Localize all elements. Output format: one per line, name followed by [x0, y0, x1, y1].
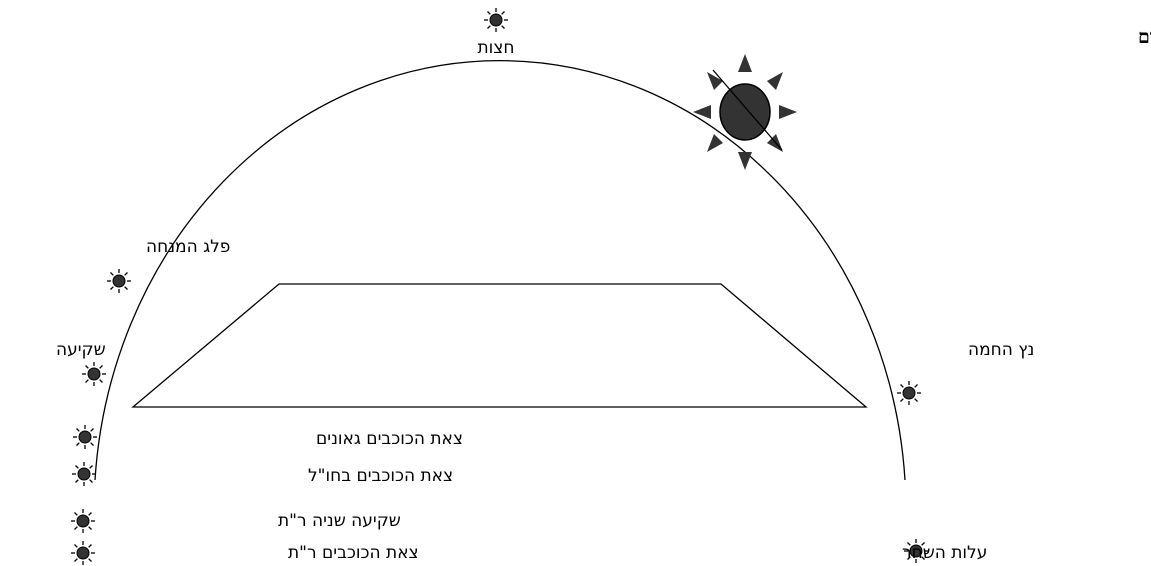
sun-icon-ray	[921, 542, 925, 546]
time-label: עלות השחר	[902, 543, 987, 563]
marker-tzeit-geonim: צאת הכוכבים גאונים	[73, 425, 463, 449]
marker-shkiah: שקיעה	[56, 340, 106, 386]
sun-icon-ray	[88, 544, 92, 548]
sun-icon-ray	[921, 556, 925, 560]
sun-icon-disc	[87, 367, 101, 381]
sun-icon-ray	[124, 286, 128, 290]
sun-icon-ray	[74, 558, 78, 562]
sun-icon-ray	[487, 11, 491, 15]
marker-netz-hachamah: נץ החמה	[897, 340, 1034, 405]
sun-icon	[82, 362, 106, 386]
sun-icon-ray	[914, 384, 918, 388]
sun-icon	[73, 425, 97, 449]
marker-alot-hashachar: עלות השחר	[902, 539, 987, 563]
sun-icon	[107, 269, 131, 293]
sun-icon-ray	[90, 442, 94, 446]
sun-icon-ray	[89, 479, 93, 483]
time-label: נץ החמה	[968, 340, 1034, 360]
big-sun-ray	[767, 72, 783, 90]
big-sun-ray	[707, 134, 723, 152]
sun-icon-disc	[909, 544, 923, 558]
sun-icon-ray	[88, 512, 92, 516]
time-label: שקיעה שניה ר"ת	[278, 511, 401, 531]
big-sun-disc	[719, 83, 771, 141]
big-sun-ray	[738, 152, 752, 170]
sun-icon-ray	[85, 365, 89, 369]
marker-tzeit-rt: צאת הכוכבים ר"ת	[71, 541, 419, 565]
marker-plag-haminchah: פלג המנחה	[107, 237, 230, 293]
sun-icon	[71, 509, 95, 533]
sun-icon-disc	[112, 274, 126, 288]
sun-icon	[904, 539, 928, 563]
sun-icon-ray	[487, 25, 491, 29]
sun-icon-ray	[914, 398, 918, 402]
sun-icon-ray	[907, 542, 911, 546]
big-sun-ray	[693, 105, 711, 119]
day-trapezoid	[131, 283, 868, 408]
sun-icon-ray	[110, 272, 114, 276]
page-title: זמני היום	[1138, 26, 1151, 48]
sun-icon-ray	[110, 286, 114, 290]
sun-icon-ray	[90, 428, 94, 432]
time-label: פלג המנחה	[146, 237, 230, 257]
sun-icon-ray	[75, 465, 79, 469]
sun-icon-ray	[88, 558, 92, 562]
sun-icon-disc	[902, 386, 916, 400]
sun-icon-ray	[501, 11, 505, 15]
sun-icon-ray	[99, 379, 103, 383]
sun-icon-ray	[74, 512, 78, 516]
time-label: צאת הכוכבים ר"ת	[288, 543, 419, 563]
sun-icon-ray	[124, 272, 128, 276]
sun-icon-ray	[74, 544, 78, 548]
sun-icon-ray	[89, 465, 93, 469]
marker-tzeit-chul: צאת הכוכבים בחו"ל	[72, 462, 453, 486]
sun-icon-ray	[88, 526, 92, 530]
time-label: צאת הכוכבים גאונים	[316, 429, 463, 449]
sun-icon-disc	[76, 546, 90, 560]
sky-arc	[94, 60, 906, 481]
marker-shkiah-shniyah-rt: שקיעה שניה ר"ת	[71, 509, 401, 533]
big-sun-ray	[738, 54, 752, 72]
sun-icon-ray	[76, 442, 80, 446]
sun-icon-disc	[489, 13, 503, 27]
sun-icon	[72, 462, 96, 486]
sun-icon	[484, 8, 508, 32]
sky-arc-overlay	[712, 69, 783, 151]
time-label: צאת הכוכבים בחו"ל	[308, 466, 453, 486]
sun-icon-ray	[900, 398, 904, 402]
sun-icon-ray	[99, 365, 103, 369]
time-label: שקיעה	[56, 340, 106, 360]
sun-icon-ray	[907, 556, 911, 560]
sun-icon-ray	[85, 379, 89, 383]
big-sun-ray	[707, 72, 723, 90]
sun-icon-disc	[78, 430, 92, 444]
sun-icon-ray	[501, 25, 505, 29]
time-label: חצות	[478, 38, 515, 58]
sun-icon-disc	[77, 467, 91, 481]
sun-icon-disc	[76, 514, 90, 528]
big-sun-ray	[779, 105, 797, 119]
sun-icon-ray	[76, 428, 80, 432]
marker-chatzot: חצות	[478, 8, 515, 58]
sun-icon-ray	[75, 479, 79, 483]
sun-icon	[71, 541, 95, 565]
sun-icon-ray	[74, 526, 78, 530]
sun-icon	[897, 381, 921, 405]
sun-icon-ray	[900, 384, 904, 388]
big-sun-icon	[693, 54, 797, 170]
